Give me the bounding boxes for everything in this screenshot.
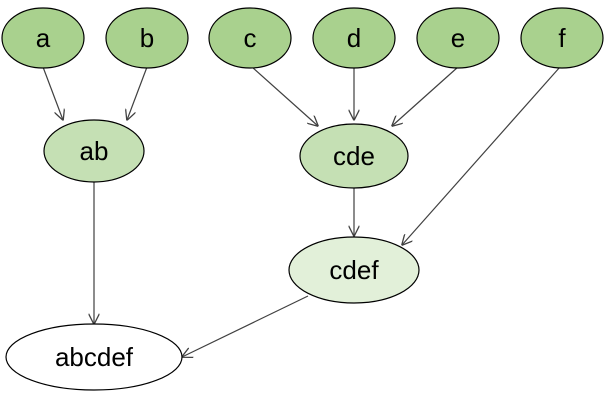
node-e: e xyxy=(416,7,500,69)
node-a-label: a xyxy=(36,23,51,53)
node-b: b xyxy=(105,7,189,69)
node-cdef: cdef xyxy=(288,236,420,304)
node-e-ellipse xyxy=(416,7,500,69)
node-abcdef: abcdef xyxy=(5,323,183,391)
node-f-ellipse xyxy=(520,7,604,69)
node-a-ellipse xyxy=(1,7,85,69)
node-c: c xyxy=(208,7,292,69)
node-cdef-label: cdef xyxy=(329,255,379,285)
node-ab-label: ab xyxy=(80,136,109,166)
node-c-ellipse xyxy=(208,7,292,69)
edge-a-ab xyxy=(42,66,63,120)
node-ab: ab xyxy=(43,119,145,183)
node-f: f xyxy=(520,7,604,69)
node-cdef-ellipse xyxy=(288,236,420,304)
node-d: d xyxy=(312,7,396,69)
edge-f-cdef xyxy=(402,66,561,245)
edge-b-ab xyxy=(127,66,148,120)
edge-cdef-abcdef xyxy=(182,295,309,357)
node-cde: cde xyxy=(299,123,409,189)
node-d-ellipse xyxy=(312,7,396,69)
edge-c-cde xyxy=(251,66,318,126)
node-ab-ellipse xyxy=(43,119,145,183)
node-c-label: c xyxy=(244,23,257,53)
node-b-label: b xyxy=(140,23,154,53)
node-cde-label: cde xyxy=(333,141,375,171)
edge-e-cde xyxy=(392,66,459,126)
node-abcdef-label: abcdef xyxy=(55,342,134,372)
node-cde-ellipse xyxy=(299,123,409,189)
node-b-ellipse xyxy=(105,7,189,69)
edges xyxy=(42,66,561,357)
node-e-label: e xyxy=(451,23,465,53)
node-abcdef-ellipse xyxy=(5,323,183,391)
node-d-label: d xyxy=(347,23,361,53)
node-f-label: f xyxy=(558,23,566,53)
node-a: a xyxy=(1,7,85,69)
